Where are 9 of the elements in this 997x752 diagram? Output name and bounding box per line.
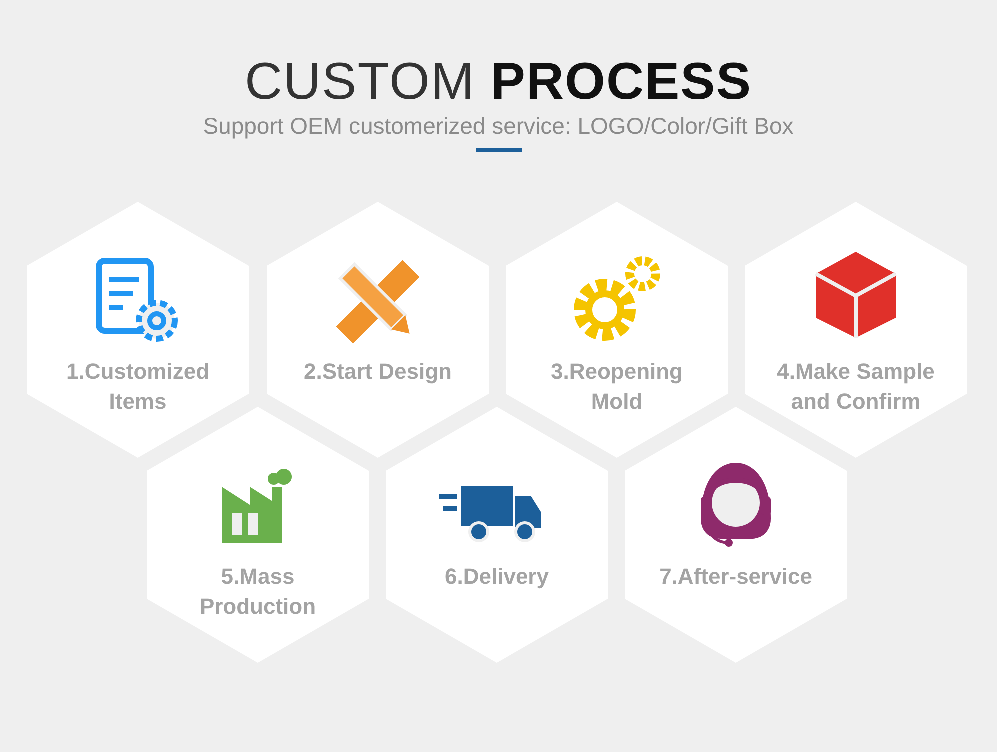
step-label: 6.Delivery xyxy=(444,563,550,591)
step-label: 2.Start Design xyxy=(303,358,453,386)
step-label: 7.After-service xyxy=(658,563,814,591)
step-label: 1.Customized Items xyxy=(65,358,211,416)
step-label: 3.Reopening Mold xyxy=(550,358,684,416)
subtitle: Support OEM customerized service: LOGO/Color/Gift Box xyxy=(202,113,795,140)
step-label: 4.Make Sample and Confirm xyxy=(776,358,936,416)
heading: CUSTOM PROCESS xyxy=(244,52,754,112)
step-label: 5.Mass Production xyxy=(198,563,318,621)
